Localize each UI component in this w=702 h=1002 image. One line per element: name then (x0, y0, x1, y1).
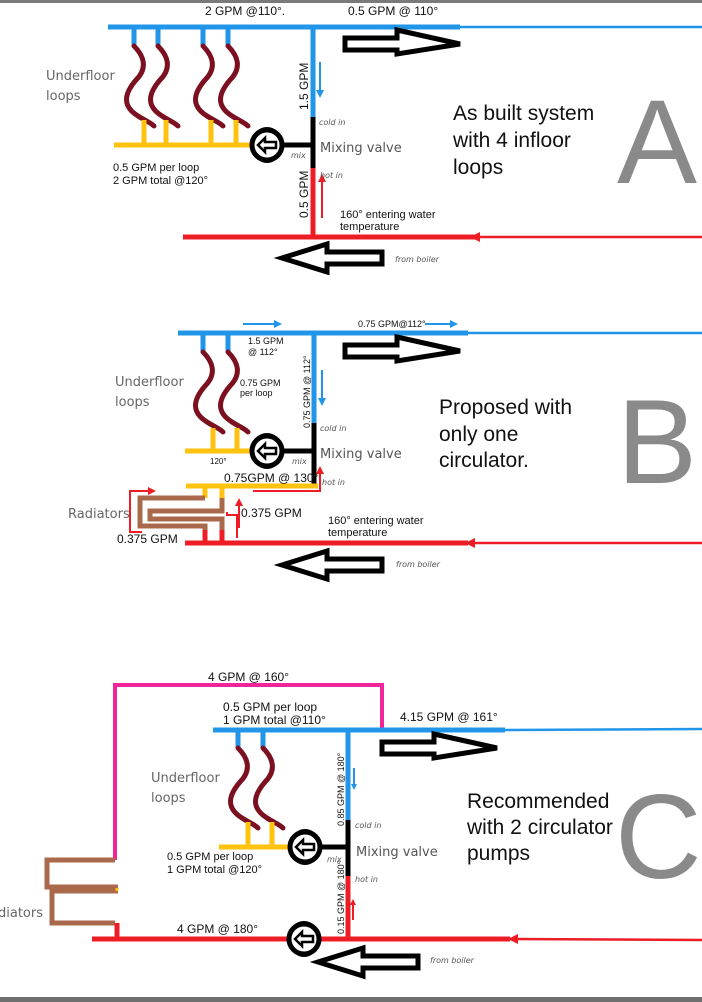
loop-icon (221, 46, 249, 126)
label-radiator-branch: 0.375 GPM (241, 506, 302, 520)
panel-title-line-3: pumps (467, 842, 530, 865)
label-mixed-flow: 0.75GPM @ 130° (224, 471, 319, 485)
underfloor-loops (185, 334, 255, 454)
label-supply-mid-2: @ 112° (248, 347, 278, 357)
panel-b: 0.75 GPM@112° 1.5 GPM @ 112° 0.75 GPM pe… (68, 319, 702, 579)
label-loop-flow-1: 0.5 GPM per loop (167, 851, 253, 863)
label-hot-leg: 0.15 GPM @ 180° (336, 860, 346, 934)
label-cold-leg: 0.75 GPM @ 112° (302, 355, 312, 428)
label-entering-temp-1: 160° entering water (328, 515, 424, 527)
label-hot-in: hot in (320, 171, 343, 180)
label-cold-in: cold in (355, 821, 381, 830)
label-loop-flow-1: 0.5 GPM per loop (113, 162, 199, 174)
flow-direction-right-icon (382, 734, 497, 758)
label-cold-in: cold in (320, 424, 346, 433)
label-per-loop-1: 0.75 GPM (240, 378, 281, 388)
label-radiators: diators (0, 906, 43, 921)
flow-direction-right-icon (345, 337, 460, 361)
flow-direction-left-icon (318, 948, 418, 976)
label-cold-in: cold in (319, 118, 345, 127)
circulator-pump-icon (289, 922, 319, 956)
label-from-boiler: from boiler (396, 560, 441, 569)
label-underfloor: Underfloor (151, 771, 220, 786)
panel-title-line-2: only one (439, 423, 518, 446)
label-hot-leg: 0.5 GPM (297, 171, 311, 218)
bypass-line (113, 683, 384, 860)
label-entering-temp-1: 160° entering water (340, 209, 436, 221)
flow-arrow-up-icon (253, 472, 321, 492)
radiators-icon (44, 857, 120, 939)
label-bypass: 4 GPM @ 160° (208, 670, 289, 684)
label-supply-1: 0.5 GPM per loop (223, 700, 317, 714)
label-cold-leg: 0.85 GPM @ 180° (336, 752, 346, 826)
label-return-temp: 120° (210, 457, 227, 466)
label-mixing-valve: Mixing valve (320, 447, 402, 462)
flow-arrow-right-icon (129, 490, 150, 533)
label-hot-in: hot in (322, 478, 345, 487)
panel-title-line-2: with 2 circulator (466, 816, 613, 839)
label-mix: mix (292, 457, 307, 466)
circulator-pump-icon (252, 434, 282, 468)
panel-a: 2 GPM @110°. 0.5 GPM @ 110° Underfloor l… (46, 4, 702, 272)
label-entering-temp-2: temperature (340, 221, 399, 233)
label-mixing-valve: Mixing valve (356, 845, 438, 860)
label-boiler-loop: 4 GPM @ 180° (177, 922, 258, 936)
label-supply-mid-1: 1.5 GPM (248, 336, 284, 346)
label-loops: loops (115, 395, 150, 410)
loop-icon (196, 46, 224, 126)
panel-title-line-3: circulator. (439, 449, 529, 472)
label-supply-right: 0.5 GPM @ 110° (348, 4, 438, 18)
label-radiators: Radiators (68, 507, 130, 522)
label-entering-temp-2: temperature (328, 527, 387, 539)
label-mix: mix (327, 855, 342, 864)
label-supply-right: 0.75 GPM@112° (358, 319, 426, 329)
flow-direction-left-icon (282, 551, 382, 579)
loop-icon (256, 748, 284, 828)
loop-icon (151, 46, 179, 126)
flow-direction-left-icon (282, 244, 382, 272)
label-cold-leg: 1.5 GPM (297, 63, 311, 110)
label-underfloor: Underfloor (46, 69, 115, 84)
panel-c: 4 GPM @ 160° 0.5 GPM per loop 1 GPM tota… (0, 670, 702, 976)
circulator-pump-icon (290, 830, 320, 864)
panel-letter: B (617, 375, 697, 509)
label-supply-right: 4.15 GPM @ 161° (400, 710, 498, 724)
window-top-border (0, 0, 702, 3)
loop-icon (231, 748, 259, 828)
loop-icon (196, 352, 224, 432)
label-from-boiler: from boiler (395, 255, 440, 264)
label-hot-in: hot in (355, 875, 378, 884)
panel-letter: C (615, 770, 702, 904)
label-mix: mix (291, 151, 306, 160)
label-from-boiler: from boiler (430, 956, 475, 965)
label-loop-flow-2: 1 GPM total @120° (167, 864, 262, 876)
label-supply-2: 1 GPM total @110° (223, 713, 326, 727)
label-supply-left: 2 GPM @110°. (205, 4, 285, 18)
panel-letter: A (617, 75, 697, 209)
panel-title-line-3: loops (453, 156, 503, 179)
label-loops: loops (151, 791, 186, 806)
label-underfloor: Underfloor (115, 375, 184, 390)
label-per-loop-2: per loop (240, 388, 273, 398)
panel-title-line-1: Proposed with (439, 396, 572, 419)
loop-icon (127, 46, 155, 126)
circulator-pump-icon (252, 128, 282, 162)
window-bottom-border (0, 997, 702, 1002)
underfloor-loops (114, 28, 255, 148)
label-loop-flow-2: 2 GPM total @120° (113, 175, 208, 187)
label-loops: loops (46, 89, 81, 104)
panel-title-line-1: Recommended (467, 790, 609, 813)
label-mixing-valve: Mixing valve (320, 141, 402, 156)
panel-title-line-2: with 4 infloor (452, 129, 571, 152)
panel-title-line-1: As built system (453, 102, 594, 125)
label-radiator-return: 0.375 GPM (117, 532, 178, 546)
underfloor-loops (219, 731, 290, 850)
flow-direction-right-icon (345, 30, 460, 54)
